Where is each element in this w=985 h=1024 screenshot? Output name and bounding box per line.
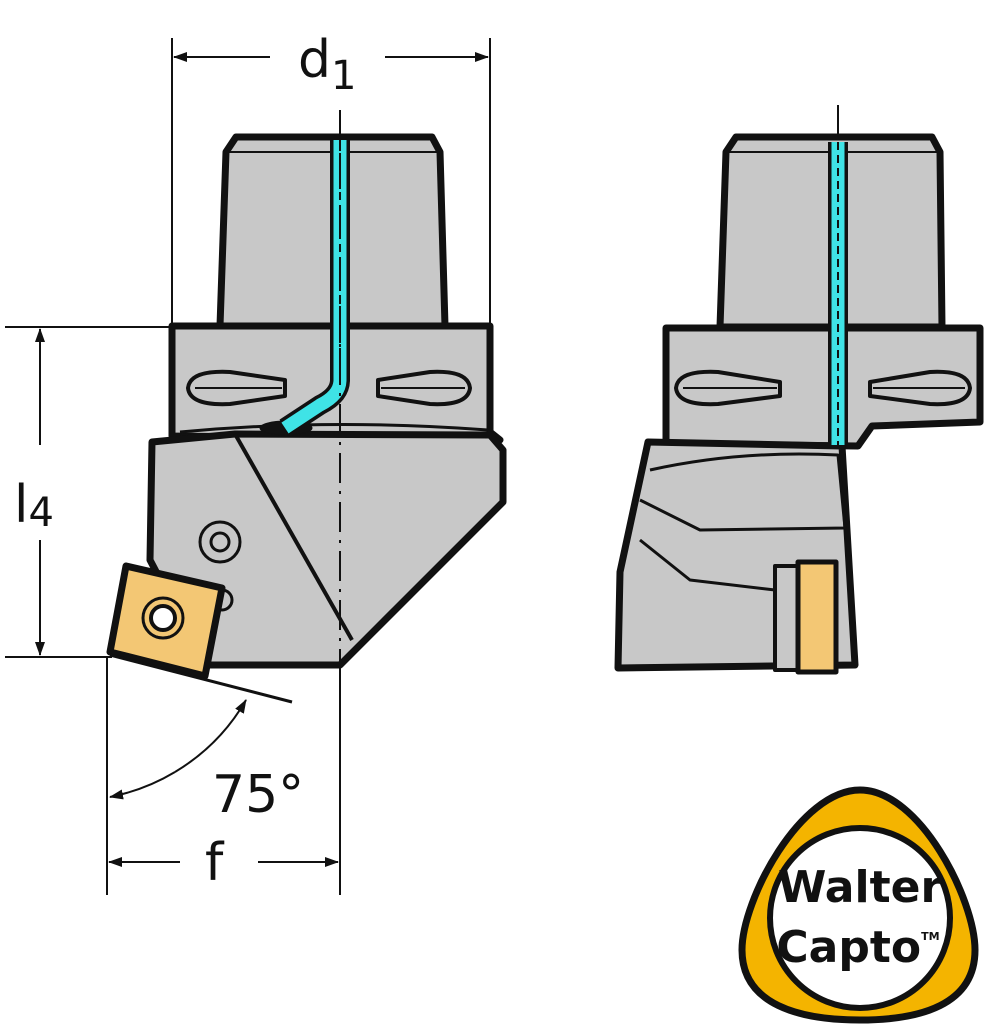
walter-capto-logo: Walter CaptoTM — [738, 786, 979, 1024]
side-view — [614, 105, 984, 675]
dimension-angle — [109, 653, 293, 800]
l4-label: l4 — [14, 475, 54, 536]
logo-line2: CaptoTM — [776, 922, 939, 973]
dimension-d1 — [171, 38, 491, 326]
dimension-f — [106, 657, 341, 895]
angle-label: 75° — [212, 765, 304, 825]
logo-line1: Walter — [778, 862, 943, 913]
dimension-l4 — [5, 326, 172, 658]
d1-label: d1 — [298, 30, 356, 99]
front-view — [106, 110, 507, 700]
f-label: f — [205, 833, 225, 893]
